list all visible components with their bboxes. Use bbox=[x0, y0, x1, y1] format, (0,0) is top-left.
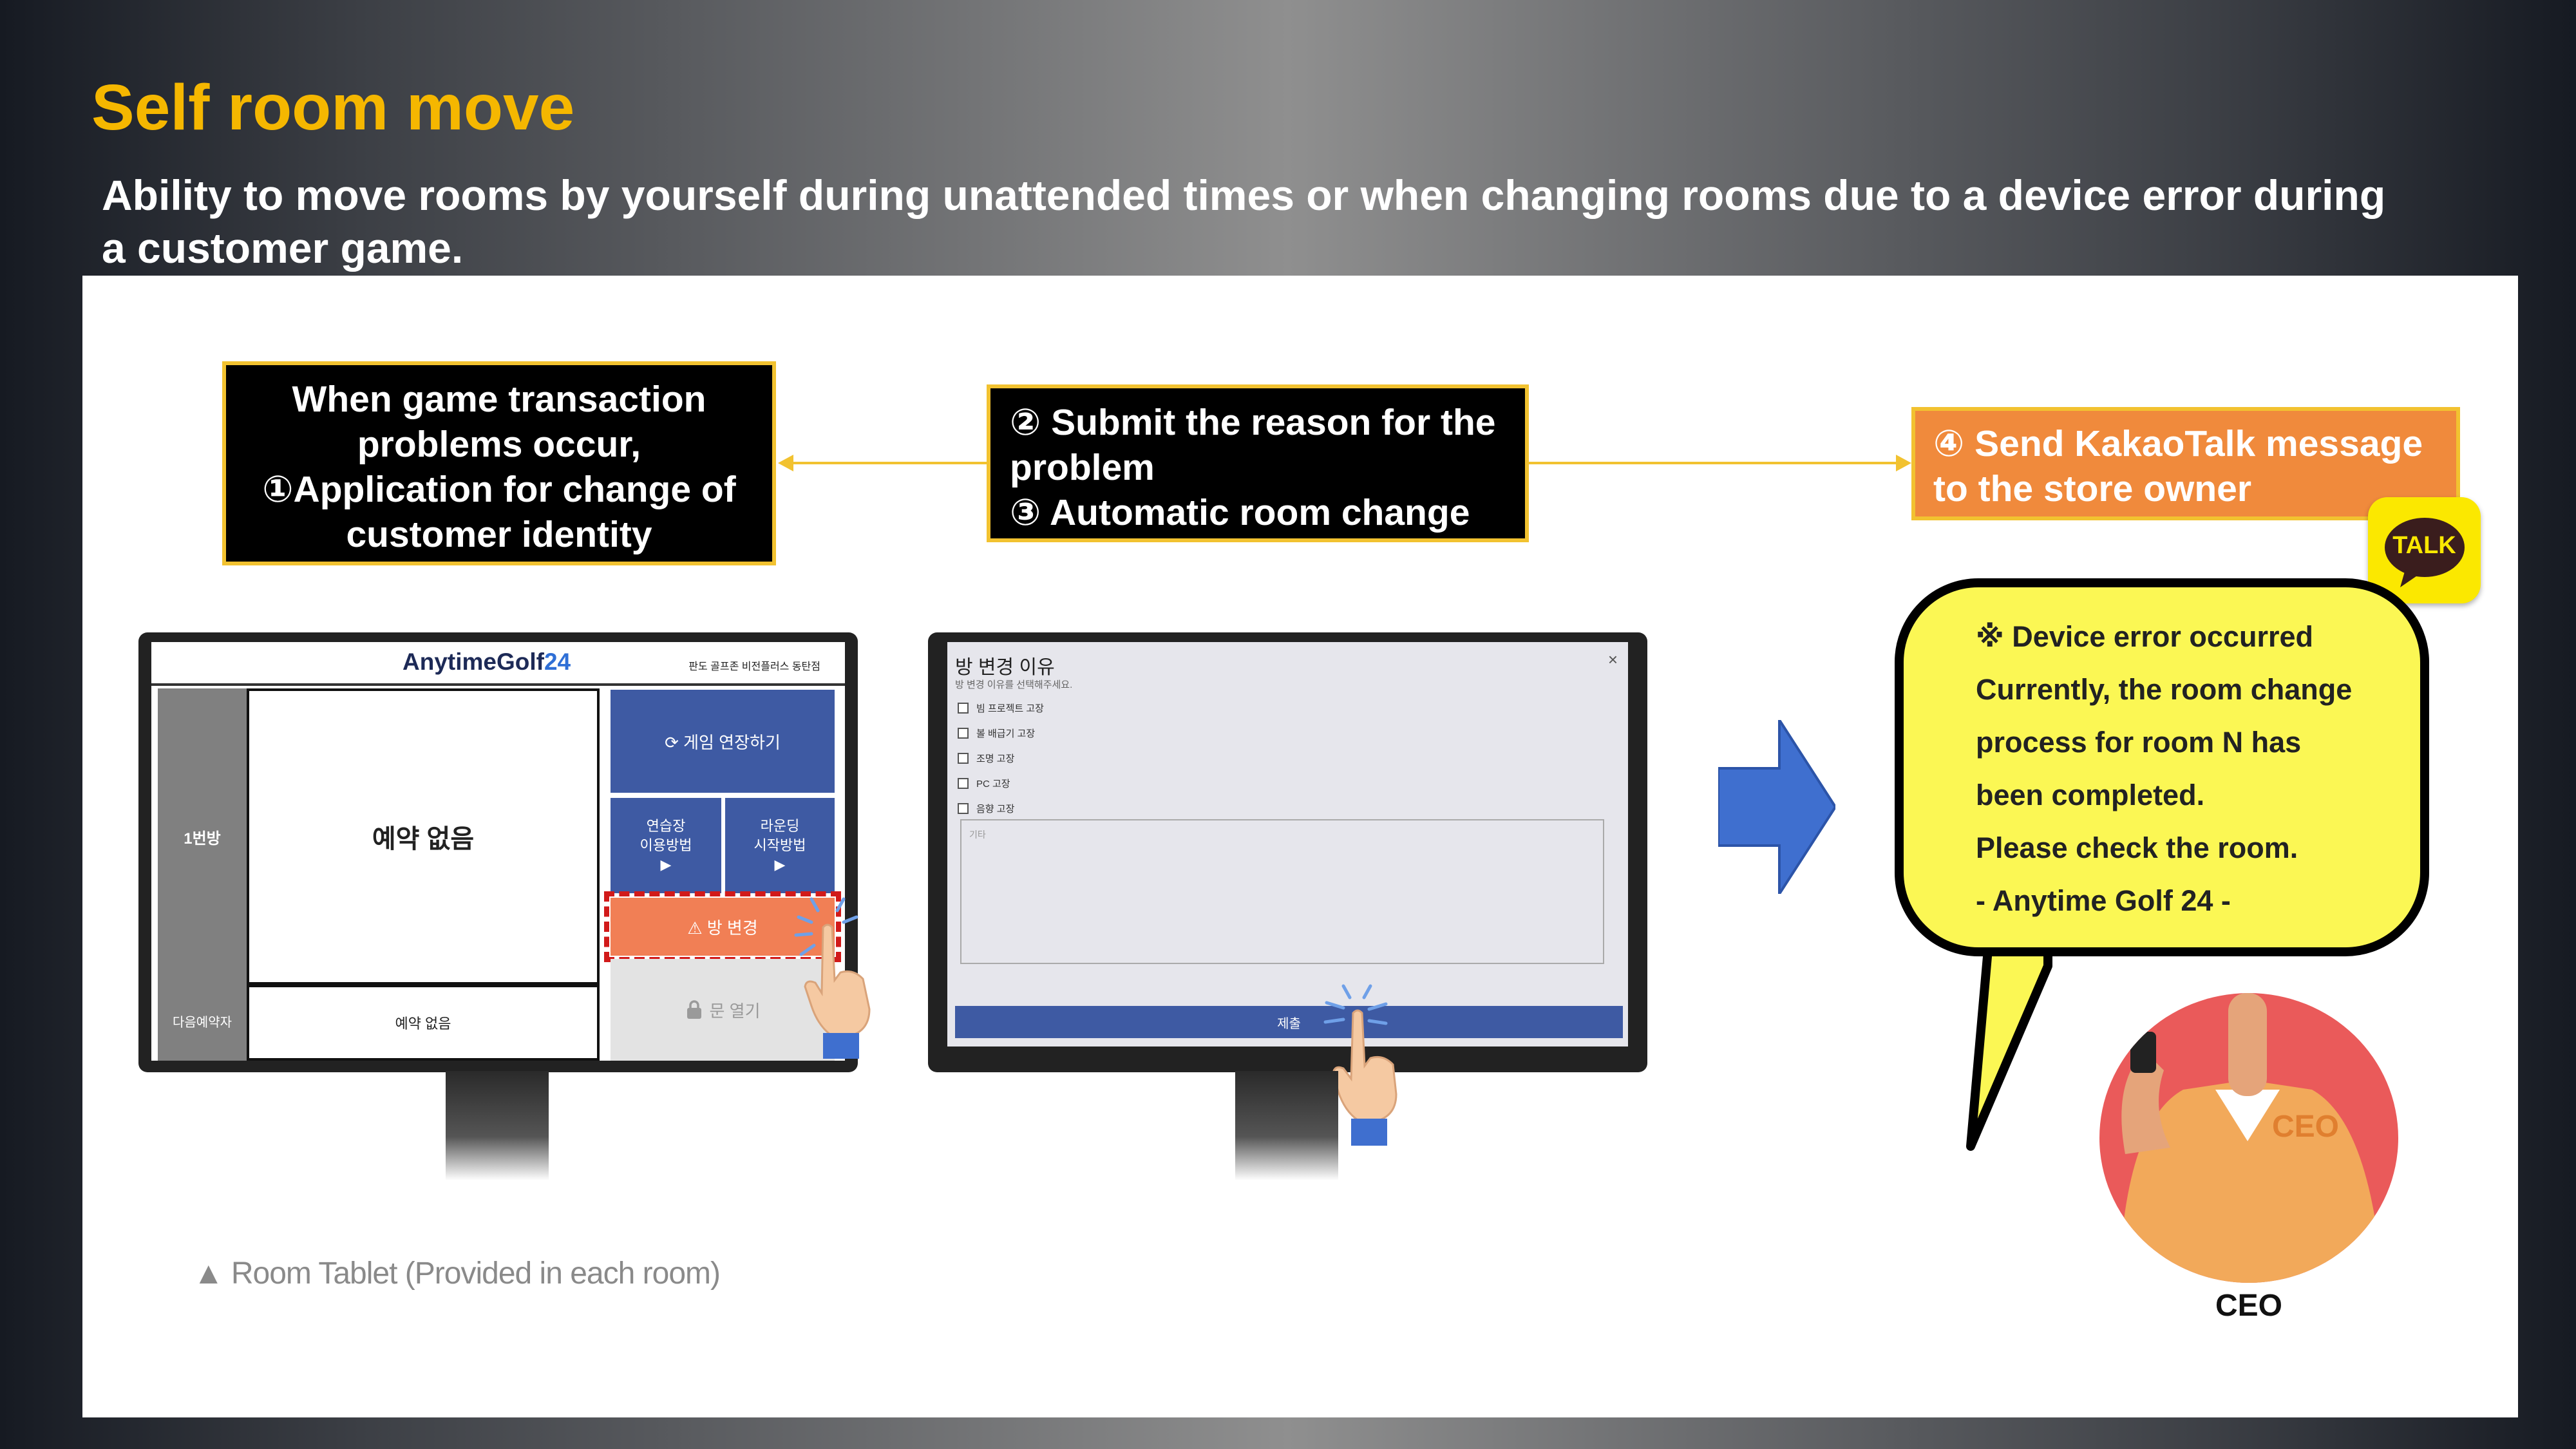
page-title: Self room move bbox=[91, 71, 575, 144]
checkbox[interactable] bbox=[958, 803, 969, 814]
arrow-right-icon bbox=[1896, 455, 1911, 471]
reason-option[interactable]: 조명 고장 bbox=[958, 752, 1014, 765]
callout-line: customer identity bbox=[346, 514, 652, 555]
dialog-subtitle: 방 변경 이유를 선택해주세요. bbox=[955, 679, 1073, 690]
brand-letter: G bbox=[497, 649, 515, 675]
option-label: 빔 프로젝트 고장 bbox=[976, 703, 1044, 714]
reservation-status: 예약 없음 bbox=[247, 688, 600, 985]
tablet-header: AnytimeGolf24 판도 골프존 비전플러스 동탄점 bbox=[151, 642, 845, 686]
brand-number: 24 bbox=[544, 649, 571, 675]
door-open-button[interactable]: 문 열기 bbox=[611, 959, 835, 1061]
brand-logo: AnytimeGolf24 bbox=[402, 649, 571, 676]
ceo-shirt-text: CEO bbox=[2272, 1110, 2340, 1144]
message-line: been completed. bbox=[1976, 779, 2205, 811]
kakaotalk-icon: TALK bbox=[2368, 497, 2481, 603]
pointing-hand-icon bbox=[794, 897, 871, 1059]
label-line: 다음 bbox=[172, 1016, 196, 1030]
message-line: Please check the room. bbox=[1976, 831, 2298, 864]
checkbox[interactable] bbox=[958, 703, 969, 714]
reason-option[interactable]: 볼 배급기 고장 bbox=[958, 726, 1035, 740]
room-change-button[interactable]: ⚠ 방 변경 bbox=[604, 891, 841, 962]
tablet-screen: 방 변경 이유 방 변경 이유를 선택해주세요. × 빔 프로젝트 고장 볼 배… bbox=[947, 642, 1628, 1046]
callout-line: When game transaction bbox=[292, 379, 706, 420]
tablet-caption: ▲ Room Tablet (Provided in each room) bbox=[193, 1256, 721, 1291]
room-number: 1번방 bbox=[158, 688, 247, 985]
option-label: 음향 고장 bbox=[976, 804, 1015, 815]
chat-bubble-icon bbox=[2385, 518, 2465, 587]
option-label: PC 고장 bbox=[976, 779, 1010, 790]
subtitle-line: a customer game. bbox=[102, 224, 464, 272]
talk-label: TALK bbox=[2392, 532, 2456, 559]
door-open-label: 문 열기 bbox=[709, 1001, 761, 1021]
ceo-person-icon bbox=[2119, 993, 2383, 1283]
play-icon: ▶ bbox=[660, 857, 672, 873]
practice-guide-button[interactable]: 연습장 이용방법 ▶ bbox=[611, 798, 721, 893]
store-name: 판도 골프존 비전플러스 동탄점 bbox=[688, 661, 820, 672]
submit-button[interactable]: 제출 bbox=[955, 1006, 1623, 1038]
lock-icon bbox=[687, 1000, 701, 1019]
arrow-left-icon bbox=[778, 455, 793, 471]
close-icon[interactable]: × bbox=[1607, 650, 1618, 669]
ceo-label: CEO bbox=[2215, 1289, 2283, 1323]
label-line: 예약자 bbox=[196, 1016, 232, 1030]
button-line: 연습장 bbox=[646, 818, 686, 834]
message-line: - Anytime Golf 24 - bbox=[1976, 884, 2231, 917]
other-reason-textarea[interactable]: 기타 bbox=[960, 819, 1604, 964]
tablet-screen: AnytimeGolf24 판도 골프존 비전플러스 동탄점 1번방 예약 없음… bbox=[151, 642, 845, 1061]
connector-left bbox=[792, 462, 987, 464]
reason-option[interactable]: PC 고장 bbox=[958, 777, 1010, 790]
ceo-avatar: CEO bbox=[2099, 993, 2398, 1283]
play-icon: ▶ bbox=[774, 857, 786, 873]
subtitle-line: Ability to move rooms by yourself during… bbox=[102, 171, 2386, 219]
brand-word: nytime bbox=[419, 649, 497, 675]
button-line: 라운딩 bbox=[760, 818, 800, 834]
callout-line: problems occur, bbox=[357, 424, 641, 465]
option-label: 볼 배급기 고장 bbox=[976, 728, 1036, 739]
callout-step-1: When game transaction problems occur, ①A… bbox=[222, 361, 776, 565]
callout-line: problem bbox=[1010, 447, 1155, 488]
callout-line: to the store owner bbox=[1933, 468, 2252, 509]
callout-line: ② Submit the reason for the bbox=[1010, 402, 1496, 443]
dialog-title: 방 변경 이유 bbox=[955, 657, 1055, 678]
pointing-hand-icon bbox=[1323, 984, 1397, 1146]
callout-step-2-3: ② Submit the reason for the problem ③ Au… bbox=[987, 384, 1529, 542]
message-text: ※ Device error occurred Currently, the r… bbox=[1976, 611, 2352, 927]
room-tablet: AnytimeGolf24 판도 골프존 비전플러스 동탄점 1번방 예약 없음… bbox=[138, 632, 871, 1072]
option-label: 조명 고장 bbox=[976, 753, 1015, 764]
kakaotalk-message-bubble: ※ Device error occurred Currently, the r… bbox=[1895, 578, 2429, 956]
checkbox[interactable] bbox=[958, 728, 969, 739]
checkbox[interactable] bbox=[958, 753, 969, 764]
round-guide-button[interactable]: 라운딩 시작방법 ▶ bbox=[725, 798, 835, 893]
button-line: 이용방법 bbox=[639, 837, 692, 853]
reason-tablet: 방 변경 이유 방 변경 이유를 선택해주세요. × 빔 프로젝트 고장 볼 배… bbox=[928, 632, 1647, 1146]
button-line: 시작방법 bbox=[753, 837, 806, 853]
next-reservation-value: 예약 없음 bbox=[247, 985, 600, 1061]
message-line: ※ Device error occurred bbox=[1976, 620, 2313, 653]
page-subtitle: Ability to move rooms by yourself during… bbox=[102, 169, 2420, 274]
extend-game-button[interactable]: ⟳ 게임 연장하기 bbox=[611, 690, 835, 793]
message-line: process for room N has bbox=[1976, 726, 2302, 759]
reason-option[interactable]: 음향 고장 bbox=[958, 802, 1014, 815]
tablet-stand bbox=[446, 1071, 549, 1180]
checkbox[interactable] bbox=[958, 778, 969, 789]
callout-step-4: ④ Send KakaoTalk message to the store ow… bbox=[1911, 407, 2460, 520]
brand-word: olf bbox=[515, 649, 544, 675]
textarea-placeholder: 기타 bbox=[969, 829, 986, 840]
message-line: Currently, the room change bbox=[1976, 673, 2353, 706]
bubble-tail bbox=[1966, 927, 2052, 1151]
callout-line: ①Application for change of bbox=[262, 469, 736, 510]
callout-line: ④ Send KakaoTalk message bbox=[1933, 423, 2423, 464]
flow-arrow-icon bbox=[1718, 720, 1835, 894]
tablet-stand bbox=[1235, 1071, 1338, 1180]
callout-line: ③ Automatic room change bbox=[1010, 492, 1470, 533]
brand-letter: A bbox=[402, 649, 420, 675]
connector-right bbox=[1529, 462, 1896, 464]
reason-option[interactable]: 빔 프로젝트 고장 bbox=[958, 701, 1044, 715]
